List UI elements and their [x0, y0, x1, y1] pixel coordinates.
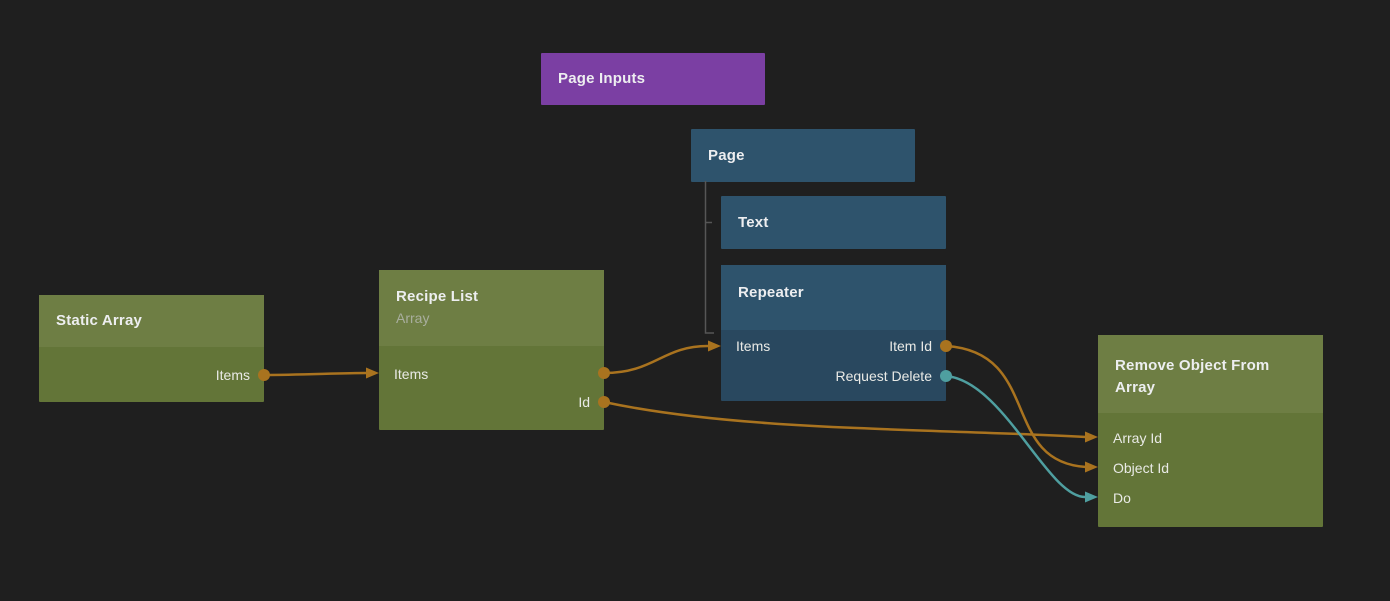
node-header: Page [691, 129, 915, 182]
node-repeater[interactable]: Repeater Items Item Id Request Delete [721, 265, 946, 401]
node-header: Text [721, 196, 946, 249]
port-row: Items [379, 360, 604, 388]
connection-recipe-list-items-to-repeater-items[interactable] [603, 344, 709, 375]
node-ports: Array Id Object Id Do [1098, 413, 1323, 513]
port-array-id-input[interactable]: Array Id [1113, 430, 1163, 446]
node-title: Static Array [56, 312, 143, 329]
port-row: Id [379, 388, 604, 416]
port-do-input[interactable]: Do [1113, 490, 1131, 506]
node-header: Page Inputs [541, 53, 765, 105]
port-id-output[interactable]: Id [578, 394, 590, 410]
port-row: Array Id [1098, 423, 1323, 453]
node-page-inputs[interactable]: Page Inputs [541, 53, 765, 105]
port-row: Items [39, 360, 264, 390]
arrowhead-icon [708, 340, 721, 352]
connection-static-array-items-to-recipe-list-items[interactable] [263, 371, 368, 377]
connection-repeater-request-delete-to-remove-do[interactable] [945, 374, 1087, 499]
arrowhead-icon [366, 367, 379, 379]
port-row: Object Id [1098, 453, 1323, 483]
node-title: Text [738, 213, 769, 231]
connection-repeater-item-id-to-remove-object-id[interactable] [945, 344, 1087, 469]
connection-recipe-list-id-to-remove-array-id[interactable] [603, 400, 1087, 439]
node-header: Recipe List Array [379, 270, 604, 346]
node-title: Repeater [738, 284, 804, 301]
node-ports: Items [39, 347, 264, 402]
node-remove-object-from-array[interactable]: Remove Object From Array Array Id Object… [1098, 335, 1323, 527]
node-title: Recipe List [396, 288, 479, 305]
node-header: Remove Object From Array [1098, 335, 1323, 413]
node-text[interactable]: Text [721, 196, 946, 249]
node-header: Repeater [721, 265, 946, 330]
arrowhead-icon [1085, 461, 1098, 473]
port-items-output[interactable]: Items [215, 366, 250, 383]
node-title: Page [708, 146, 745, 164]
node-title: Page Inputs [558, 70, 646, 87]
tree-connector-line [704, 181, 714, 334]
node-subtitle: Array [396, 310, 430, 326]
arrowhead-icon [1085, 491, 1098, 503]
node-ports: Items Item Id Request Delete [721, 330, 946, 391]
node-ports: Items Id [379, 346, 604, 416]
node-recipe-list[interactable]: Recipe List Array Items Id [379, 270, 604, 430]
port-request-delete-output[interactable]: Request Delete [835, 368, 932, 384]
arrowhead-icon [1085, 431, 1098, 443]
port-row: Items Item Id [721, 331, 946, 361]
node-static-array[interactable]: Static Array Items [39, 295, 264, 402]
port-row: Request Delete [721, 361, 946, 391]
node-title: Remove Object From Array [1115, 357, 1270, 396]
port-items-input[interactable]: Items [394, 366, 429, 382]
port-row: Do [1098, 483, 1323, 513]
node-header: Static Array [39, 295, 264, 347]
node-page[interactable]: Page [691, 129, 915, 182]
port-item-id-output[interactable]: Item Id [889, 338, 932, 354]
port-object-id-input[interactable]: Object Id [1113, 460, 1170, 476]
port-items-input[interactable]: Items [736, 338, 771, 354]
